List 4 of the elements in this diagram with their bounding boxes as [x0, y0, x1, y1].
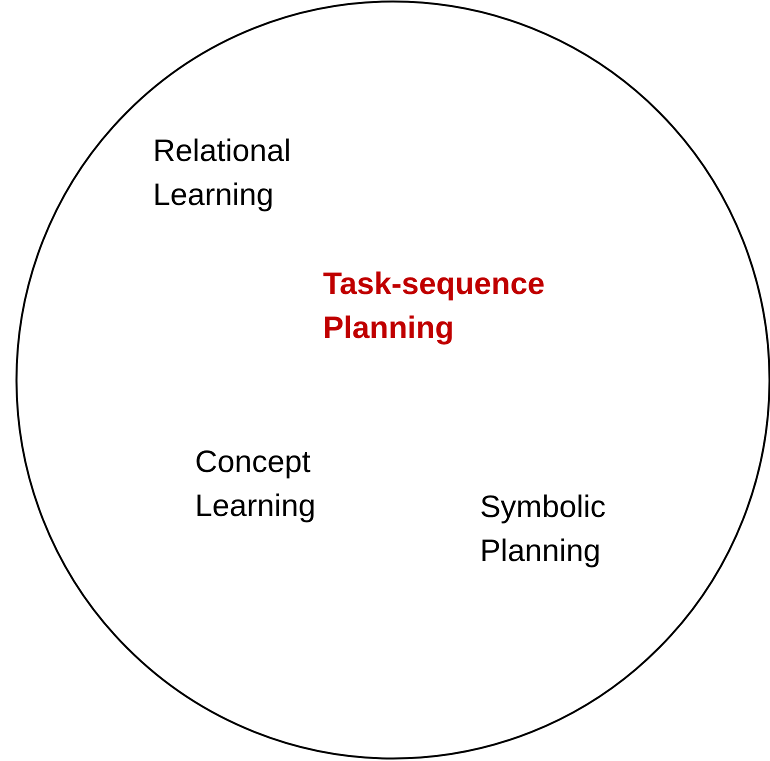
topic-label: Task-sequence Planning [323, 265, 546, 347]
topic-label: Relational Learning [153, 132, 292, 214]
topic-label: Symbolic Planning [480, 488, 607, 570]
topic-label: Concept Learning [195, 443, 317, 525]
